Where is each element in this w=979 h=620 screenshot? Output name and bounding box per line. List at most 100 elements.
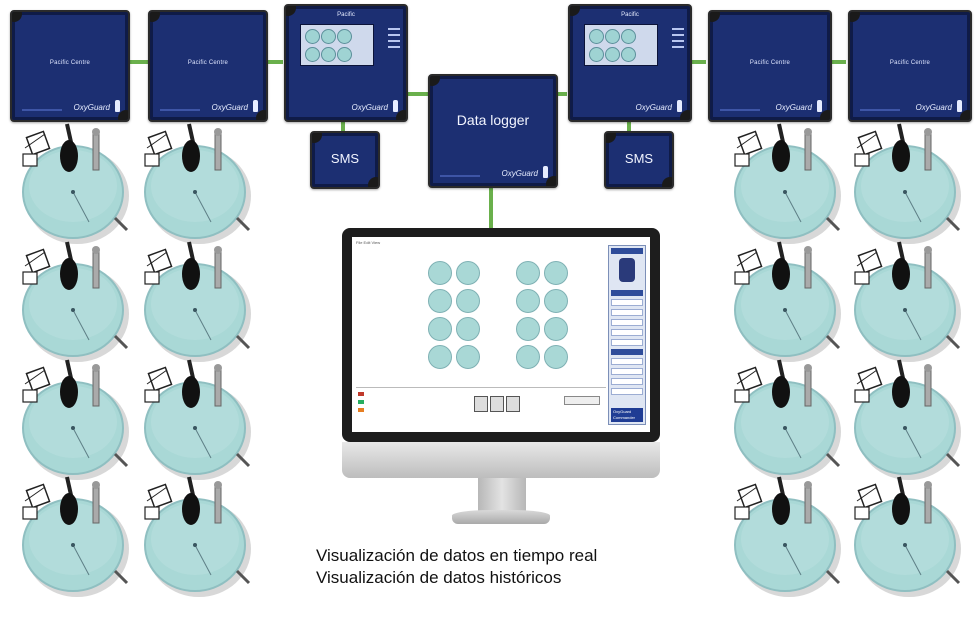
logo-line-2: Commander — [613, 415, 636, 420]
diffuser-icon — [804, 364, 812, 407]
software-side-panel: OxyGuard Commander — [608, 245, 646, 425]
fish-tank — [144, 476, 251, 597]
controller-screen — [300, 24, 374, 66]
tank-icon — [337, 47, 352, 62]
fish-tank — [22, 476, 129, 597]
net-frame-icon — [144, 366, 173, 403]
brand-label: OxyGuard — [73, 103, 110, 112]
net-frame-icon — [734, 366, 763, 403]
outlet-pipe — [113, 569, 129, 585]
divider — [22, 109, 62, 111]
fish-tank — [734, 359, 841, 480]
tank-icon — [321, 29, 336, 44]
screen-tank-icon — [516, 345, 540, 369]
link-ctrl3-sms — [341, 118, 345, 132]
sensor-icon — [619, 258, 635, 282]
software-menu: File Edit View — [356, 240, 381, 245]
tank-icon — [305, 29, 320, 44]
screen-tank-icon — [544, 345, 568, 369]
brand-label: OxyGuard — [211, 103, 248, 112]
outlet-pipe — [235, 334, 251, 350]
outlet-pipe — [825, 334, 841, 350]
tank-icon — [589, 47, 604, 62]
screen-tank-icon — [428, 289, 452, 313]
outlet-pipe — [825, 216, 841, 232]
diffuser-icon — [924, 364, 932, 407]
link-logger-ctrl4 — [555, 92, 567, 96]
tank-icon — [621, 47, 636, 62]
controller-unit-1: Pacific Centre OxyGuard — [10, 10, 130, 122]
controller-label: Pacific Centre — [187, 59, 229, 66]
software-logo: OxyGuard Commander — [611, 408, 643, 422]
diffuser-icon — [92, 364, 100, 407]
brand-label: OxyGuard — [915, 103, 952, 112]
screen-tank-icon — [516, 289, 540, 313]
probe-icon — [677, 100, 682, 112]
tank-icon — [337, 29, 352, 44]
net-frame-icon — [854, 483, 883, 520]
oxygen-probe-icon — [892, 476, 910, 525]
tank-icon — [589, 29, 604, 44]
link-logger-monitor — [489, 182, 493, 228]
toolbar-button — [474, 396, 488, 412]
oxygen-probe-icon — [892, 241, 910, 290]
screen-tank-icon — [428, 261, 452, 285]
outlet-pipe — [235, 569, 251, 585]
divider — [860, 109, 900, 111]
controller-label: Pacific Centre — [749, 59, 791, 66]
oxygen-probe-icon — [60, 123, 78, 172]
sms-module-right: SMS — [604, 131, 674, 189]
net-frame-icon — [854, 366, 883, 403]
controller-unit-6: Pacific Centre OxyGuard — [848, 10, 972, 122]
oxygen-probe-icon — [60, 359, 78, 408]
toolbar-button — [490, 396, 504, 412]
net-frame-icon — [144, 248, 173, 285]
outlet-pipe — [945, 216, 961, 232]
oxygen-probe-icon — [892, 359, 910, 408]
outlet-pipe — [235, 216, 251, 232]
net-frame-icon — [22, 483, 51, 520]
monitor-base — [452, 510, 550, 524]
oxygen-probe-icon — [60, 241, 78, 290]
data-logger-label: Data logger — [456, 112, 530, 128]
brand-label: OxyGuard — [635, 103, 672, 112]
probe-icon — [543, 166, 548, 178]
controller-screen — [584, 24, 658, 66]
probe-icon — [253, 100, 258, 112]
oxygen-probe-icon — [182, 359, 200, 408]
diffuser-icon — [924, 128, 932, 171]
probe-icon — [817, 100, 822, 112]
diffuser-icon — [92, 246, 100, 289]
legend-swatch — [358, 408, 364, 412]
brand-label: OxyGuard — [775, 103, 812, 112]
data-logger-unit: Data logger OxyGuard — [428, 74, 558, 188]
outlet-pipe — [945, 569, 961, 585]
net-frame-icon — [144, 130, 173, 167]
screen-tank-icon — [456, 317, 480, 341]
sms-module-left: SMS — [310, 131, 380, 189]
probe-icon — [393, 100, 398, 112]
diffuser-icon — [804, 128, 812, 171]
fish-tank — [734, 241, 841, 362]
diffuser-icon — [804, 246, 812, 289]
fish-tank — [734, 476, 841, 597]
monitor-stand — [478, 478, 526, 512]
screen-tank-icon — [516, 317, 540, 341]
diffuser-icon — [214, 481, 222, 524]
outlet-pipe — [945, 452, 961, 468]
oxygen-probe-icon — [772, 476, 790, 525]
controller-side-buttons — [388, 28, 400, 52]
link-ctrl4-ctrl5 — [690, 60, 706, 64]
divider — [720, 109, 760, 111]
brand-label: OxyGuard — [501, 169, 538, 178]
fish-tank — [144, 123, 251, 244]
oxygen-probe-icon — [182, 476, 200, 525]
outlet-pipe — [825, 452, 841, 468]
brand-label: OxyGuard — [351, 103, 388, 112]
fish-tank — [854, 123, 961, 244]
screen-tank-icon — [544, 289, 568, 313]
screen-tank-icon — [516, 261, 540, 285]
tank-icon — [305, 47, 320, 62]
toolbar-button — [506, 396, 520, 412]
